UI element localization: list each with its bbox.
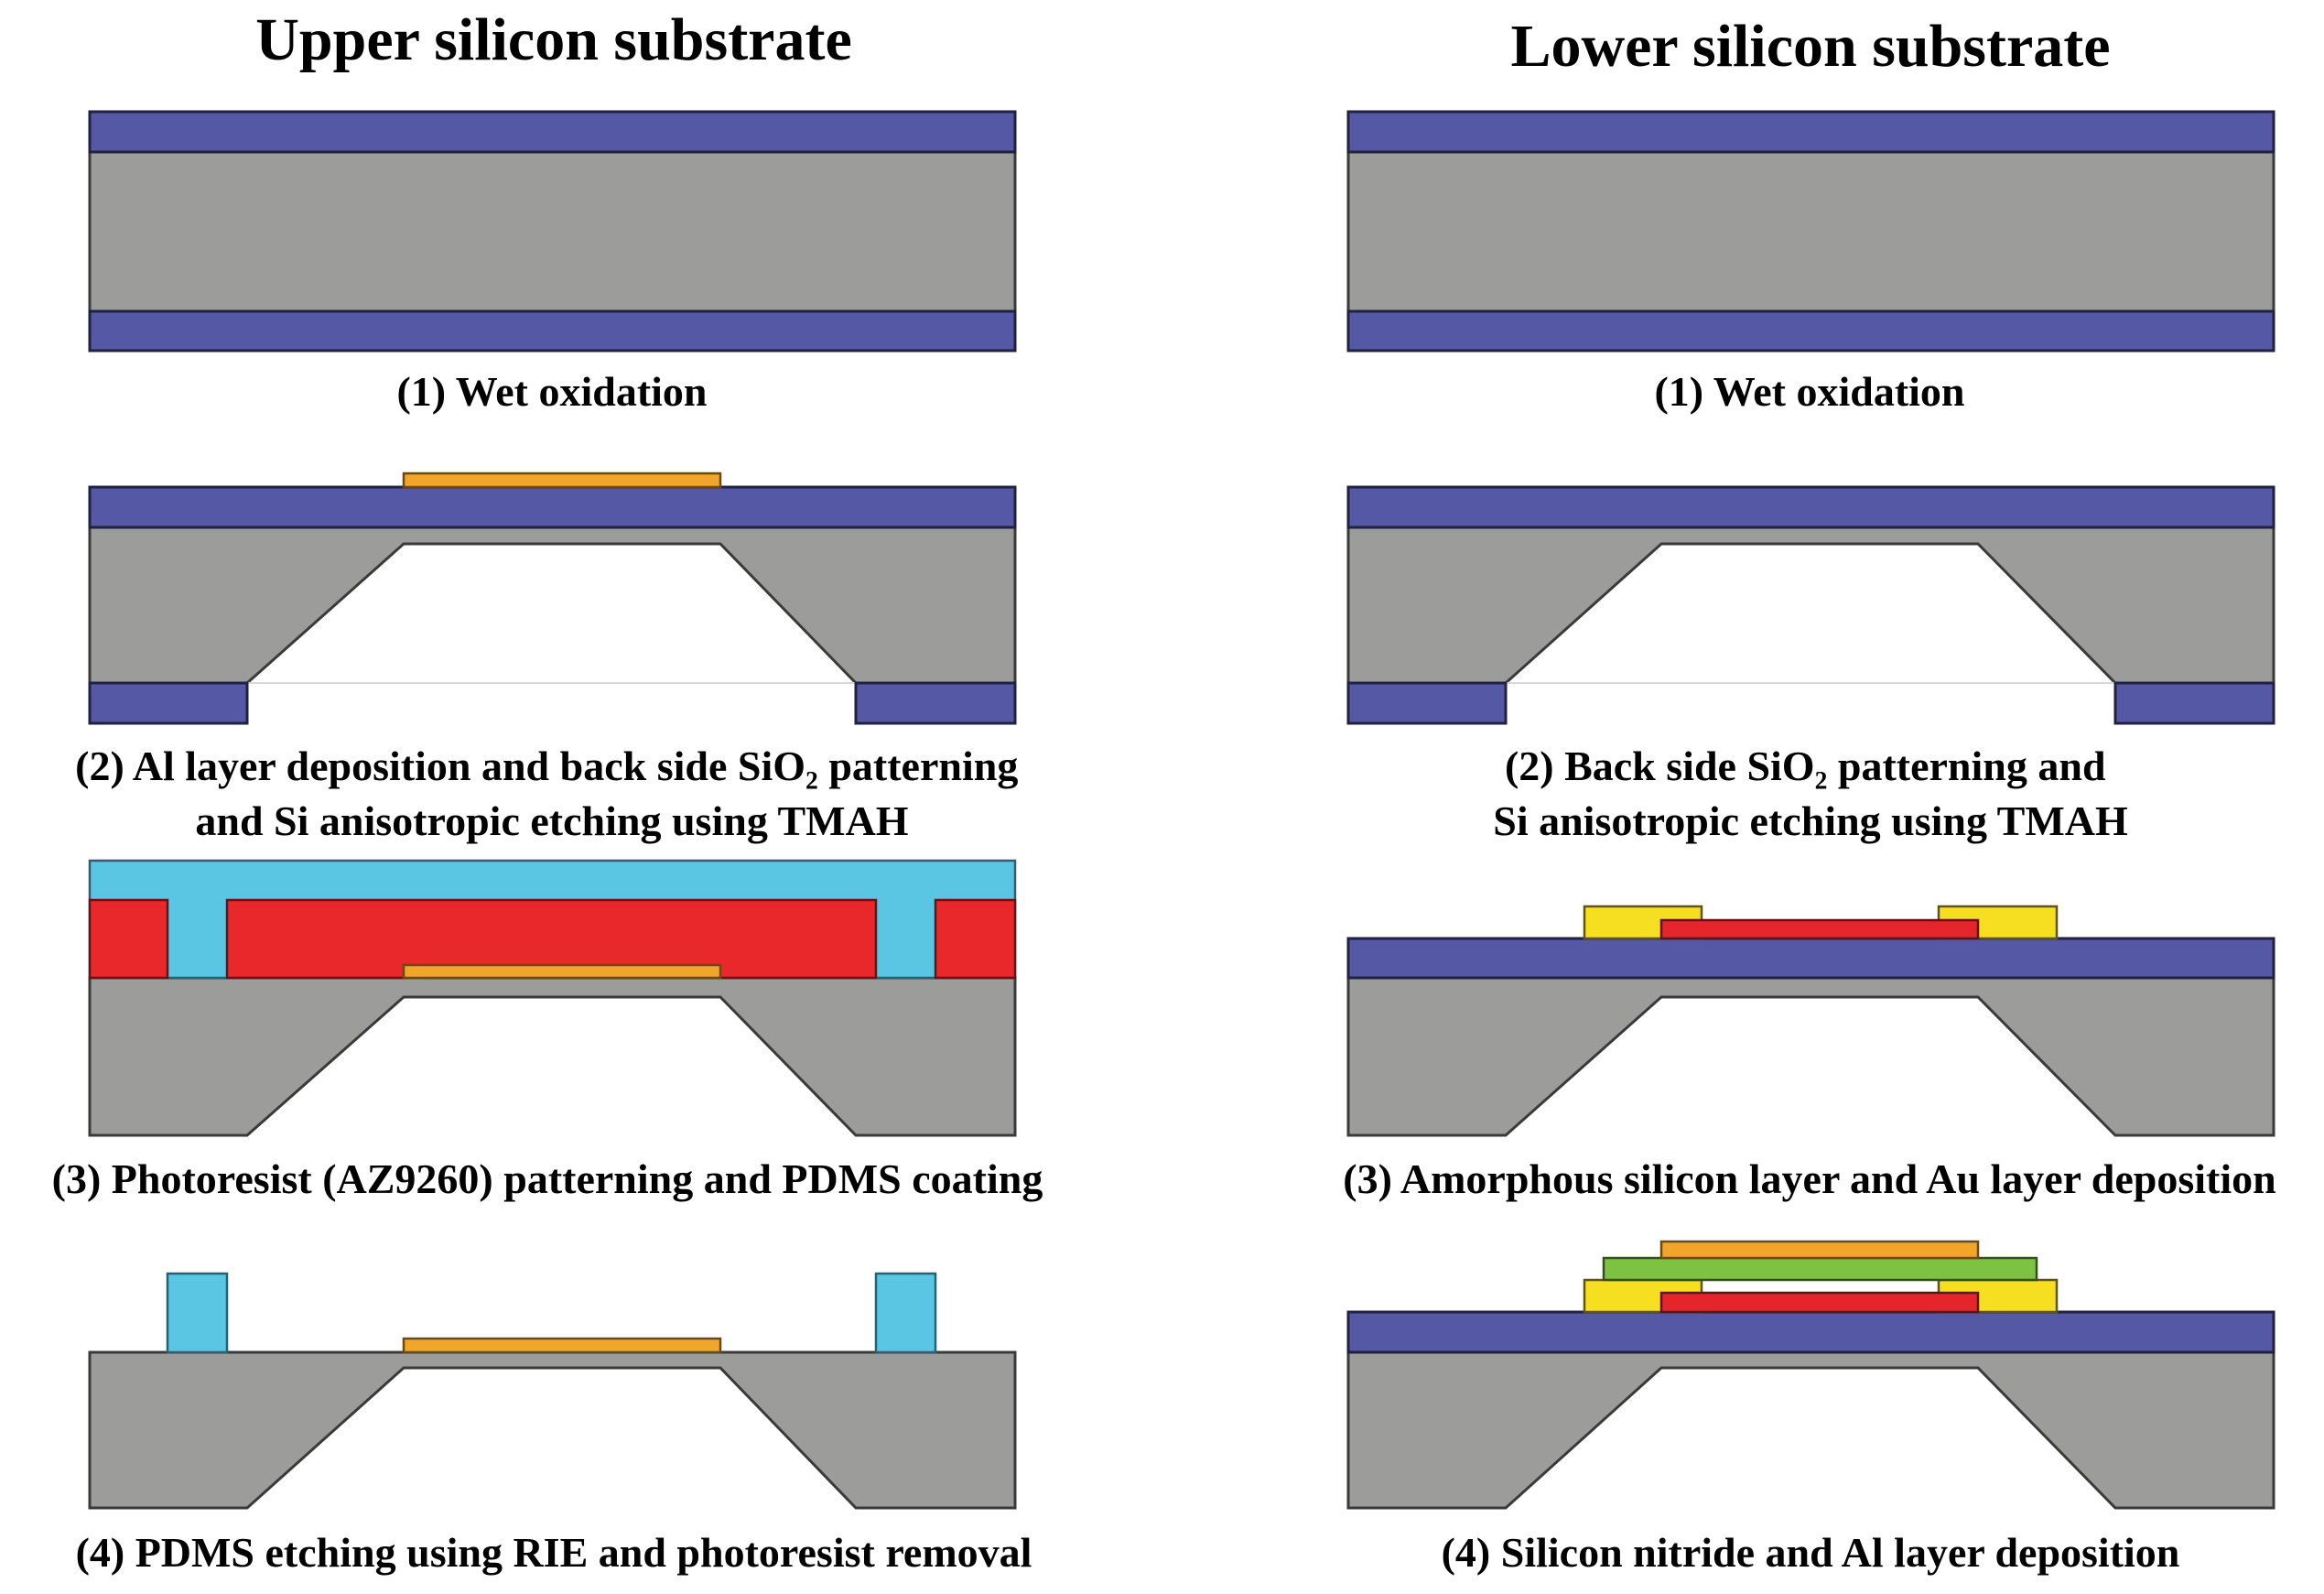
top-sio2-layer bbox=[88, 485, 1017, 529]
top-sio2-layer bbox=[88, 110, 1017, 154]
upper-step-2-cross-section bbox=[88, 472, 1017, 725]
caption-line: (3) Photoresist (AZ9260) patterning and … bbox=[52, 1155, 1043, 1202]
upper-step-4-caption: (4) PDMS etching using RIE and photoresi… bbox=[76, 1529, 1032, 1576]
etched-silicon-substrate bbox=[1346, 526, 2275, 685]
etched-silicon-substrate bbox=[88, 1350, 1017, 1510]
upper-step-4-cross-section bbox=[88, 1272, 1017, 1510]
etched-silicon-substrate bbox=[1346, 976, 2275, 1137]
amorphous-silicon-layer bbox=[1659, 918, 1980, 940]
backside-sio2-right bbox=[854, 681, 1017, 725]
bottom-sio2-layer bbox=[88, 309, 1017, 352]
lower-step-2-cross-section bbox=[1346, 485, 2275, 725]
lower-column-title: Lower silicon substrate bbox=[1510, 13, 2110, 80]
backside-sio2-right bbox=[2113, 681, 2275, 725]
caption-line: (2) Al layer deposition and back side Si… bbox=[75, 743, 1018, 789]
caption-line: (1) Wet oxidation bbox=[1654, 368, 1964, 415]
etched-silicon-substrate bbox=[1346, 1350, 2275, 1510]
lower-step-3-caption: (3) Amorphous silicon layer and Au layer… bbox=[1343, 1155, 2275, 1202]
upper-step-2-caption: (2) Al layer deposition and back side Si… bbox=[75, 743, 1029, 844]
caption-line: (2) Back side SiO₂ patterning and bbox=[1505, 743, 2106, 789]
photoresist-block bbox=[88, 898, 169, 980]
upper-step-3-cross-section bbox=[88, 859, 1017, 1137]
caption-line: Si anisotropic etching using TMAH bbox=[1493, 797, 2128, 844]
photoresist-block bbox=[934, 898, 1017, 980]
silicon-nitride-layer bbox=[1602, 1256, 2038, 1282]
al-layer bbox=[402, 963, 722, 980]
amorphous-silicon-layer bbox=[1659, 1291, 1980, 1314]
caption-line: and Si anisotropic etching using TMAH bbox=[195, 797, 908, 844]
al-layer bbox=[402, 1337, 722, 1354]
caption-line: (4) PDMS etching using RIE and photoresi… bbox=[76, 1529, 1032, 1576]
al-layer bbox=[1659, 1240, 1980, 1260]
top-sio2-layer bbox=[1346, 1310, 2275, 1354]
lower-step-4-caption: (4) Silicon nitride and Al layer deposit… bbox=[1442, 1529, 2180, 1576]
upper-column-title: Upper silicon substrate bbox=[255, 6, 852, 73]
lower-step-1-caption: (1) Wet oxidation bbox=[1654, 368, 1964, 415]
lower-step-4-cross-section bbox=[1346, 1240, 2275, 1510]
upper-step-1-caption: (1) Wet oxidation bbox=[396, 368, 707, 415]
top-sio2-layer bbox=[1346, 485, 2275, 529]
pdms-post-left bbox=[166, 1272, 229, 1354]
etched-silicon-substrate bbox=[88, 526, 1017, 685]
lower-step-2-caption: (2) Back side SiO₂ patterning and Si ani… bbox=[1493, 743, 2128, 844]
upper-step-3-caption: (3) Photoresist (AZ9260) patterning and … bbox=[52, 1155, 1043, 1202]
caption-line: (4) Silicon nitride and Al layer deposit… bbox=[1442, 1529, 2180, 1576]
lower-step-1-cross-section bbox=[1346, 110, 2275, 352]
caption-line: (3) Amorphous silicon layer and Au layer… bbox=[1343, 1155, 2275, 1202]
silicon-substrate bbox=[88, 150, 1017, 313]
pdms-post-right bbox=[874, 1272, 937, 1354]
backside-sio2-left bbox=[88, 681, 249, 725]
backside-sio2-left bbox=[1346, 681, 1508, 725]
top-sio2-layer bbox=[1346, 110, 2275, 154]
lower-step-3-cross-section bbox=[1346, 905, 2275, 1137]
top-sio2-layer bbox=[1346, 937, 2275, 980]
bottom-sio2-layer bbox=[1346, 309, 2275, 352]
upper-step-1-cross-section bbox=[88, 110, 1017, 352]
etched-silicon-substrate bbox=[88, 976, 1017, 1137]
silicon-substrate bbox=[1346, 150, 2275, 313]
caption-line: (1) Wet oxidation bbox=[396, 368, 707, 415]
al-layer bbox=[402, 472, 722, 489]
